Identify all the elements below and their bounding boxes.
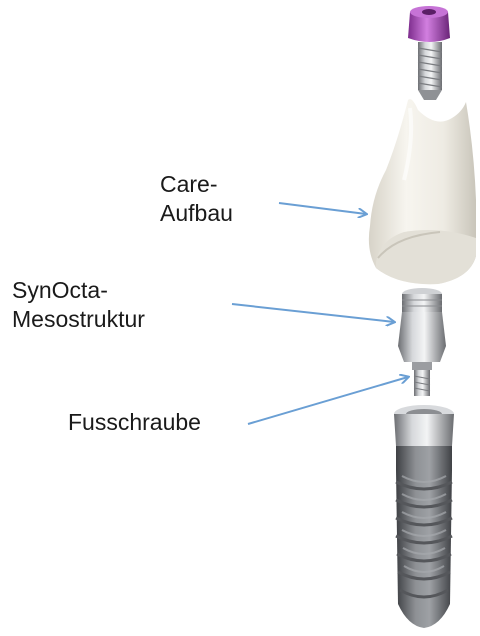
fuss-label-text: Fusschraube xyxy=(68,409,201,435)
synocta-label-line2: Mesostruktur xyxy=(12,305,145,334)
abutment-icon xyxy=(398,288,446,370)
care-label-line1: Care- xyxy=(160,170,233,199)
fuss-arrow xyxy=(248,377,408,424)
fuss-label: Fusschraube xyxy=(68,408,201,437)
implant-screw-icon xyxy=(408,6,450,100)
implant-body-icon xyxy=(394,405,454,628)
care-label: Care- Aufbau xyxy=(160,170,233,228)
basal-screw-icon xyxy=(414,370,430,396)
synocta-label-line1: SynOcta- xyxy=(12,276,145,305)
synocta-arrow xyxy=(232,304,394,322)
synocta-label: SynOcta- Mesostruktur xyxy=(12,276,145,334)
crown-icon xyxy=(369,99,476,284)
care-arrow xyxy=(279,203,366,214)
care-label-line2: Aufbau xyxy=(160,199,233,228)
